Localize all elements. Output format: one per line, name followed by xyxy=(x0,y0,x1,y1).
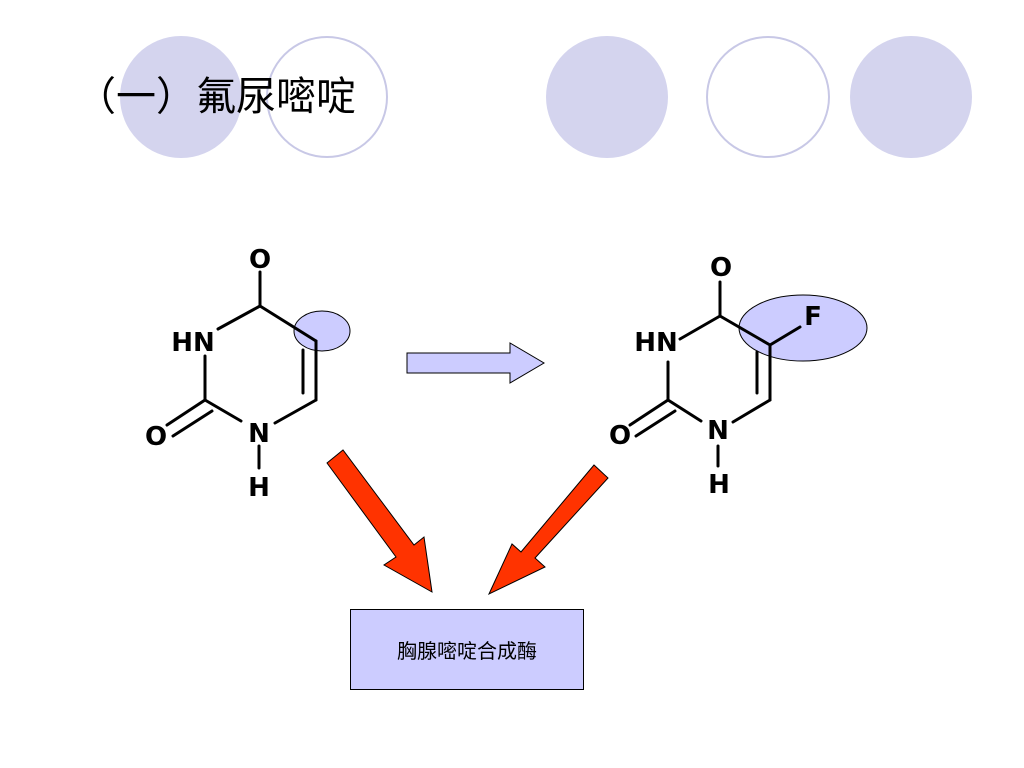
fluorouracil-atom-hn: HN xyxy=(634,328,678,358)
decor-circle-outline-1 xyxy=(266,36,388,158)
conversion-arrow xyxy=(406,342,545,384)
fluorouracil-atom-o-top: O xyxy=(710,253,732,283)
fluorouracil-atom-f: F xyxy=(804,302,822,332)
fluorouracil-molecule: O HN O N H F xyxy=(609,253,868,500)
uracil-atom-o-left: O xyxy=(145,422,167,452)
decor-circle-filled-2 xyxy=(546,36,668,158)
uracil-atom-hn: HN xyxy=(171,328,215,358)
uracil-bonds xyxy=(165,270,318,470)
decor-circle-filled-3 xyxy=(850,36,972,158)
fluorouracil-atom-h: H xyxy=(708,470,730,500)
red-arrow-left xyxy=(326,449,433,593)
red-arrow-right xyxy=(487,464,609,596)
fluorouracil-bonds xyxy=(628,280,802,468)
uracil-molecule: O HN O N H xyxy=(145,245,351,503)
decor-circle-filled-1 xyxy=(120,36,242,158)
uracil-atom-o-top: O xyxy=(249,245,271,275)
fluorouracil-atom-n: N xyxy=(707,416,729,446)
decor-circle-outline-2 xyxy=(706,36,830,158)
uracil-c5-highlight xyxy=(293,310,351,352)
uracil-atom-n: N xyxy=(248,419,270,449)
uracil-atom-h: H xyxy=(248,473,270,503)
fluorouracil-atom-o-left: O xyxy=(609,421,631,451)
slide-title: （一）氟尿嘧啶 xyxy=(76,74,356,120)
enzyme-box: 胸腺嘧啶合成酶 xyxy=(350,609,584,690)
enzyme-label: 胸腺嘧啶合成酶 xyxy=(397,639,537,663)
